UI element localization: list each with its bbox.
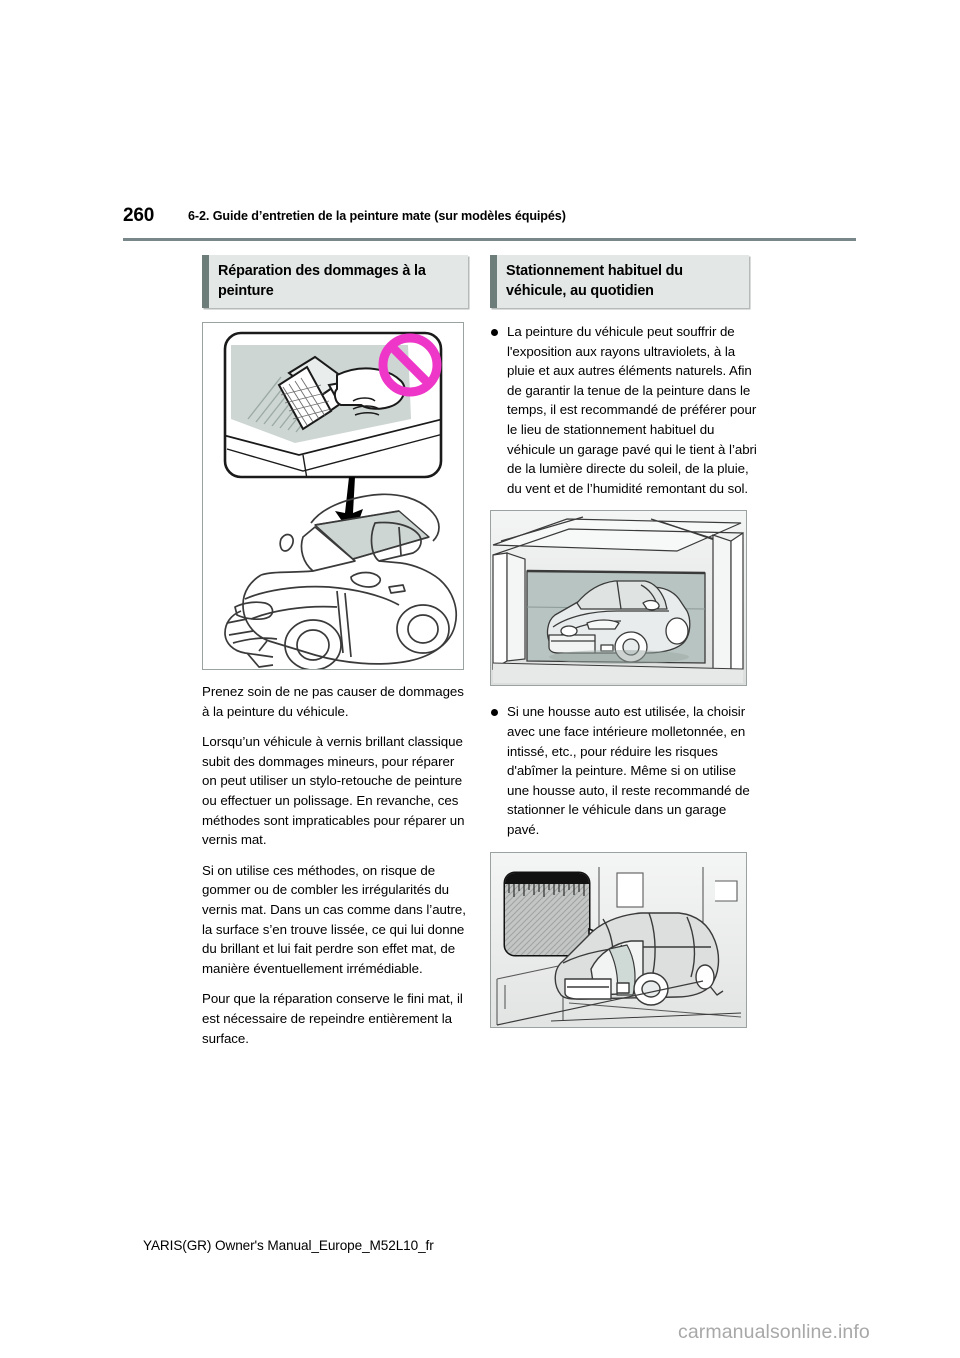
- bullet-dot-icon: [491, 328, 498, 336]
- paragraph: Lorsqu’un véhicule à vernis brillant cla…: [202, 734, 465, 848]
- paragraph: Si on utilise ces méthodes, on risque de…: [202, 862, 466, 976]
- header-divider-rule: [123, 238, 856, 241]
- paragraph: Pour que la réparation conserve le fini …: [202, 991, 463, 1046]
- section-heading-parking: Stationnement habituel du véhicule, au q…: [490, 255, 749, 308]
- bullet-text: Si une housse auto est utilisée, la choi…: [507, 704, 750, 837]
- figure-paint-damage: [202, 322, 464, 670]
- bullet-item: La peinture du véhicule peut souffrir de…: [490, 322, 758, 498]
- figure-car-in-garage: [490, 510, 747, 687]
- bullet-text: La peinture du véhicule peut souffrir de…: [507, 324, 757, 496]
- page-number: 260: [123, 205, 155, 226]
- figure-car-in-garage-art: [491, 511, 746, 686]
- figure-car-with-cover: [490, 851, 747, 1028]
- page-header: 260 6-2. Guide d’entretien de la peintur…: [123, 205, 856, 239]
- fabric-closeup-callout: [503, 871, 591, 956]
- section-heading-repair-text: Réparation des dommages à la peinture: [218, 263, 426, 299]
- figure-car-with-cover-art: [491, 852, 746, 1027]
- footer-document-id: YARIS(GR) Owner's Manual_Europe_M52L10_f…: [143, 1238, 434, 1253]
- left-column: Réparation des dommages à la peinture: [202, 255, 470, 1059]
- paragraph: Prenez soin de ne pas causer de dommages…: [202, 684, 464, 719]
- site-watermark: carmanualsonline.info: [678, 1321, 870, 1343]
- bullet-dot-icon: [491, 708, 498, 716]
- prohibition-icon: [378, 333, 442, 397]
- page-header-title: 6-2. Guide d’entretien de la peinture ma…: [188, 209, 566, 223]
- section-heading-parking-text: Stationnement habituel du véhicule, au q…: [506, 263, 683, 299]
- left-column-body: Prenez soin de ne pas causer de dommages…: [202, 682, 470, 1048]
- car-illustration: [224, 493, 458, 669]
- section-heading-repair: Réparation des dommages à la peinture: [202, 255, 468, 308]
- figure-paint-damage-art: [223, 331, 458, 669]
- right-column: Stationnement habituel du véhicule, au q…: [490, 255, 758, 1028]
- bullet-item: Si une housse auto est utilisée, la choi…: [490, 702, 758, 839]
